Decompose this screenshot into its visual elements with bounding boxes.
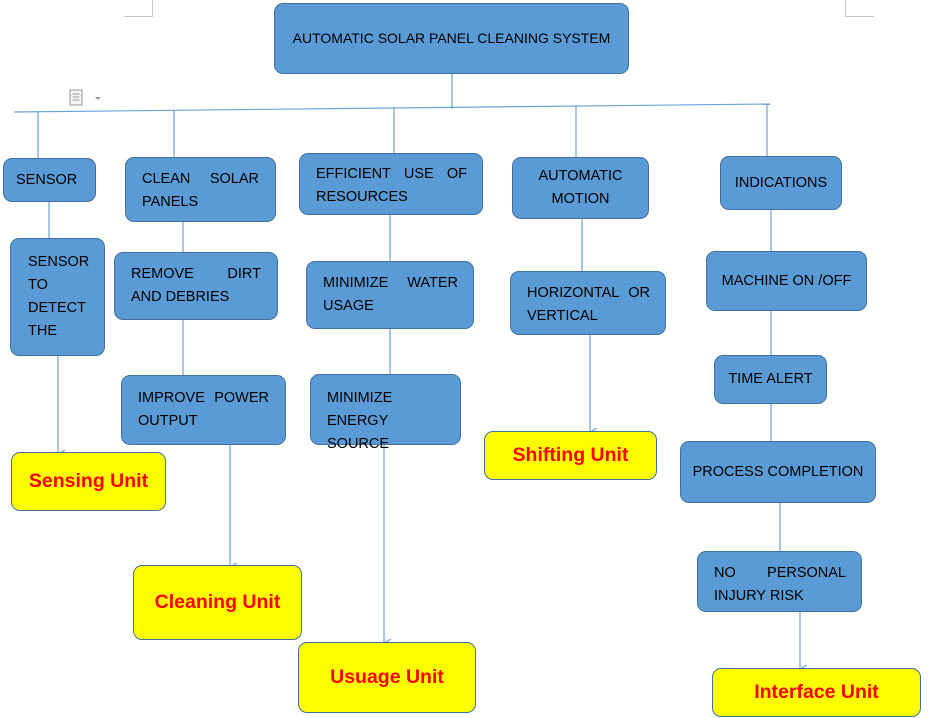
node-indications: INDICATIONS xyxy=(720,156,842,210)
node-time-alert: TIME ALERT xyxy=(714,355,827,404)
document-icon[interactable] xyxy=(69,89,105,107)
node-horizontal-vertical: HORIZONTAL OR VERTICAL xyxy=(510,271,666,335)
node-remove-dirt: REMOVE DIRT AND DEBRIES xyxy=(114,252,278,320)
unit-shifting: Shifting Unit xyxy=(484,431,657,480)
unit-usage: Usuage Unit xyxy=(298,642,476,713)
node-automatic-motion: AUTOMATIC MOTION xyxy=(512,157,649,219)
node-minimize-energy: MINIMIZE ENERGY SOURCE xyxy=(310,374,461,452)
node-efficient-use: EFFICIENT USE OF RESOURCES xyxy=(299,153,483,215)
node-sensor-to-detect: SENSOR TO DETECT THE xyxy=(10,238,105,356)
node-process-completion: PROCESS COMPLETION xyxy=(680,441,876,503)
node-improve-power: IMPROVE POWER OUTPUT xyxy=(121,375,286,445)
unit-sensing: Sensing Unit xyxy=(11,452,166,511)
branch-bar-line xyxy=(13,103,771,113)
diagram-title: AUTOMATIC SOLAR PANEL CLEANING SYSTEM xyxy=(274,3,629,74)
node-minimize-water: MINIMIZE WATER USAGE xyxy=(306,261,474,329)
node-no-injury-risk: NO PERSONAL INJURY RISK xyxy=(697,551,862,612)
node-sensor: SENSOR xyxy=(3,158,96,202)
unit-interface: Interface Unit xyxy=(712,668,921,717)
node-clean-solar-panels: CLEAN SOLAR PANELS xyxy=(125,157,276,222)
page-corner-mark-right xyxy=(845,0,874,17)
page-corner-mark-left xyxy=(124,0,153,17)
unit-cleaning: Cleaning Unit xyxy=(133,565,302,640)
node-machine-on-off: MACHINE ON /OFF xyxy=(706,251,867,311)
